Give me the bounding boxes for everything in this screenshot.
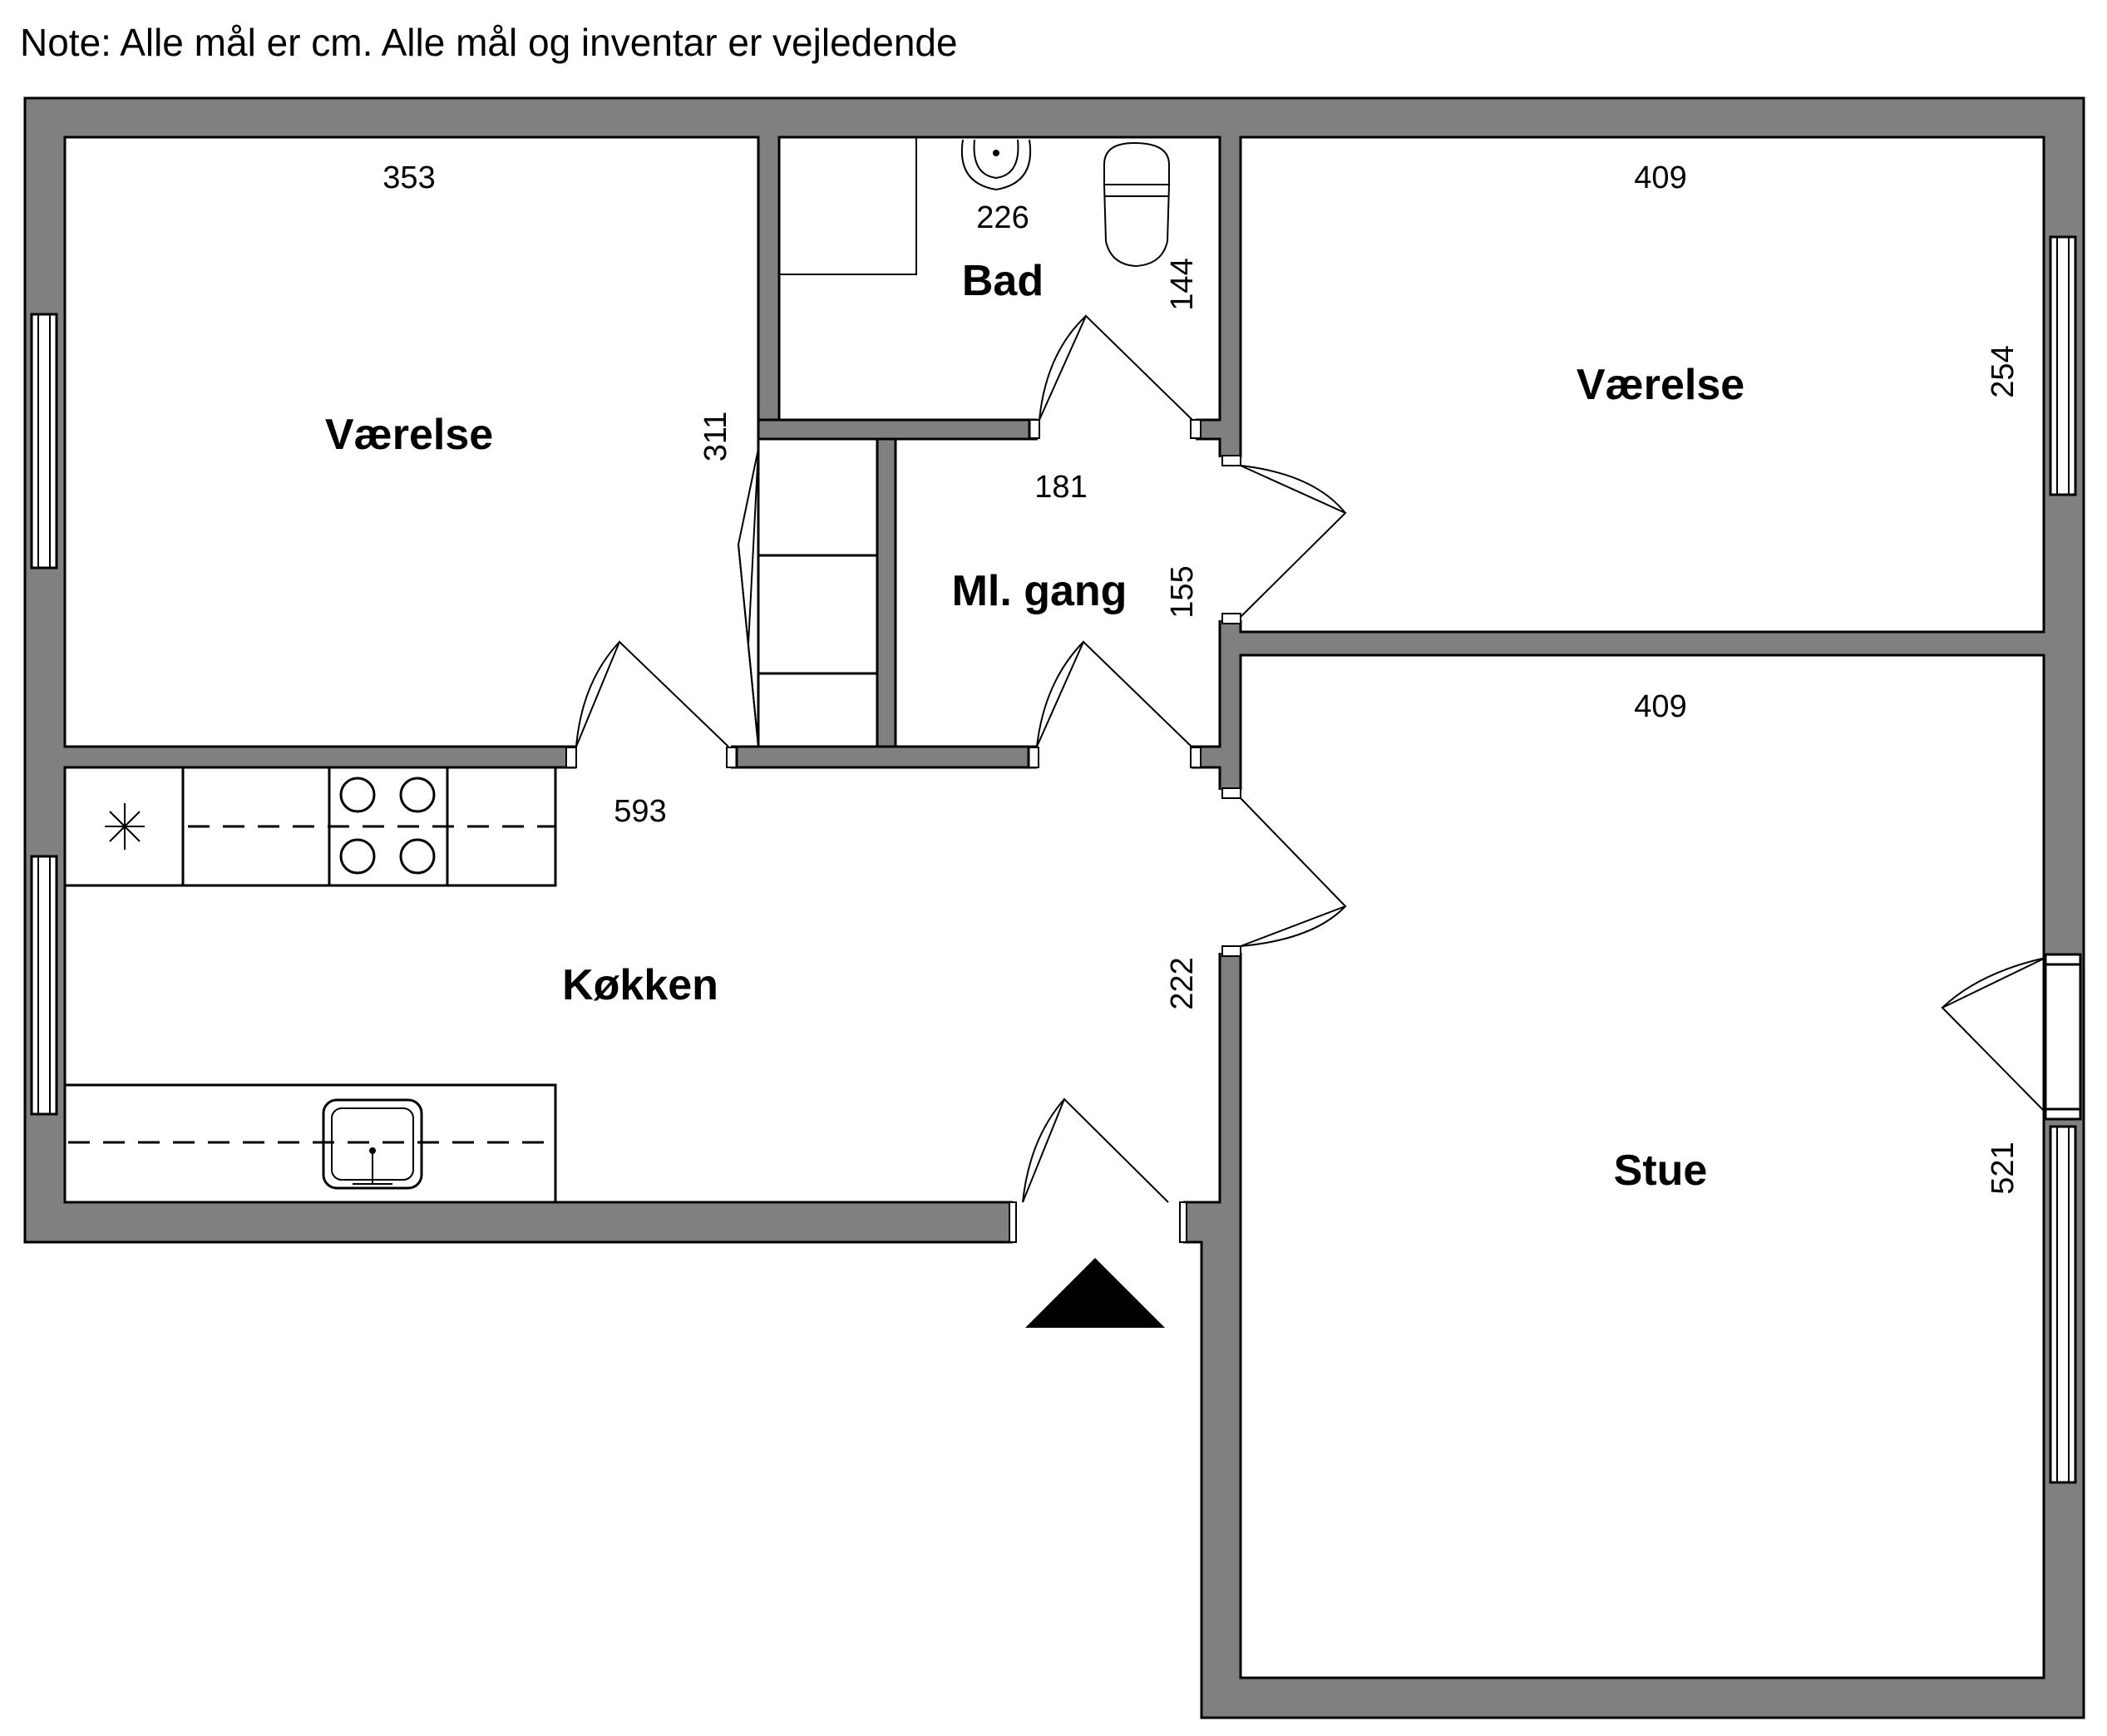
dim-vaerelse-right-height: 254	[1986, 345, 2021, 397]
sink-icon	[322, 1098, 423, 1190]
room-label-vaerelse-left: Værelse	[325, 411, 493, 459]
extractor-fan-icon	[105, 803, 145, 850]
stove-burners-icon	[339, 777, 436, 875]
windows	[30, 235, 2082, 1484]
wall-bad-bottom	[757, 418, 1031, 441]
door-gap-stue	[1217, 790, 1244, 953]
room-label-vaerelse-right: Værelse	[1577, 361, 1744, 409]
dim-gang-height: 155	[1165, 565, 1200, 618]
dim-vaerelse-left-height: 311	[698, 412, 733, 462]
dim-kokken-width: 593	[614, 794, 666, 829]
dim-vaerelse-left-width: 353	[382, 160, 435, 195]
door-gap-vaerelse-left	[576, 744, 731, 771]
kitchen-counter-top	[63, 766, 557, 887]
washbasin-icon	[960, 139, 1032, 191]
dim-stue-width: 409	[1634, 689, 1686, 724]
dim-vaerelse-right-width: 409	[1634, 160, 1686, 195]
door-gap-vaerelse-right	[1217, 457, 1244, 620]
door-jambs	[565, 419, 1241, 1243]
wall-wardrobe-gang	[876, 437, 897, 748]
room-label-bad: Bad	[962, 257, 1044, 305]
dim-stue-height: 521	[1986, 1142, 2021, 1194]
door-swings	[575, 314, 2046, 1203]
wardrobe	[737, 437, 896, 747]
room-label-gang: Ml. gang	[952, 567, 1128, 615]
dim-kokken-height: 222	[1165, 957, 1200, 1009]
door-gap-bad	[1038, 417, 1196, 442]
room-label-stue: Stue	[1614, 1147, 1708, 1195]
room-label-kokken: Køkken	[562, 961, 718, 1009]
door-gap-entrance	[1013, 1200, 1183, 1245]
door-gap-gang-bottom	[1037, 744, 1192, 771]
toilet-icon	[1103, 141, 1170, 268]
plan-note: Note: Alle mål er cm. Alle mål og invent…	[20, 21, 958, 64]
entrance-arrow-icon	[1025, 1258, 1165, 1328]
wall-wardrobe-bottom	[735, 745, 1030, 769]
dim-bad-height: 144	[1165, 258, 1200, 310]
dim-bad-width: 226	[976, 200, 1029, 235]
kitchen-counter-bottom	[63, 1083, 557, 1204]
bathroom-fixtures	[779, 137, 1170, 275]
dim-gang-width: 181	[1034, 470, 1087, 505]
walls	[23, 96, 2085, 1719]
